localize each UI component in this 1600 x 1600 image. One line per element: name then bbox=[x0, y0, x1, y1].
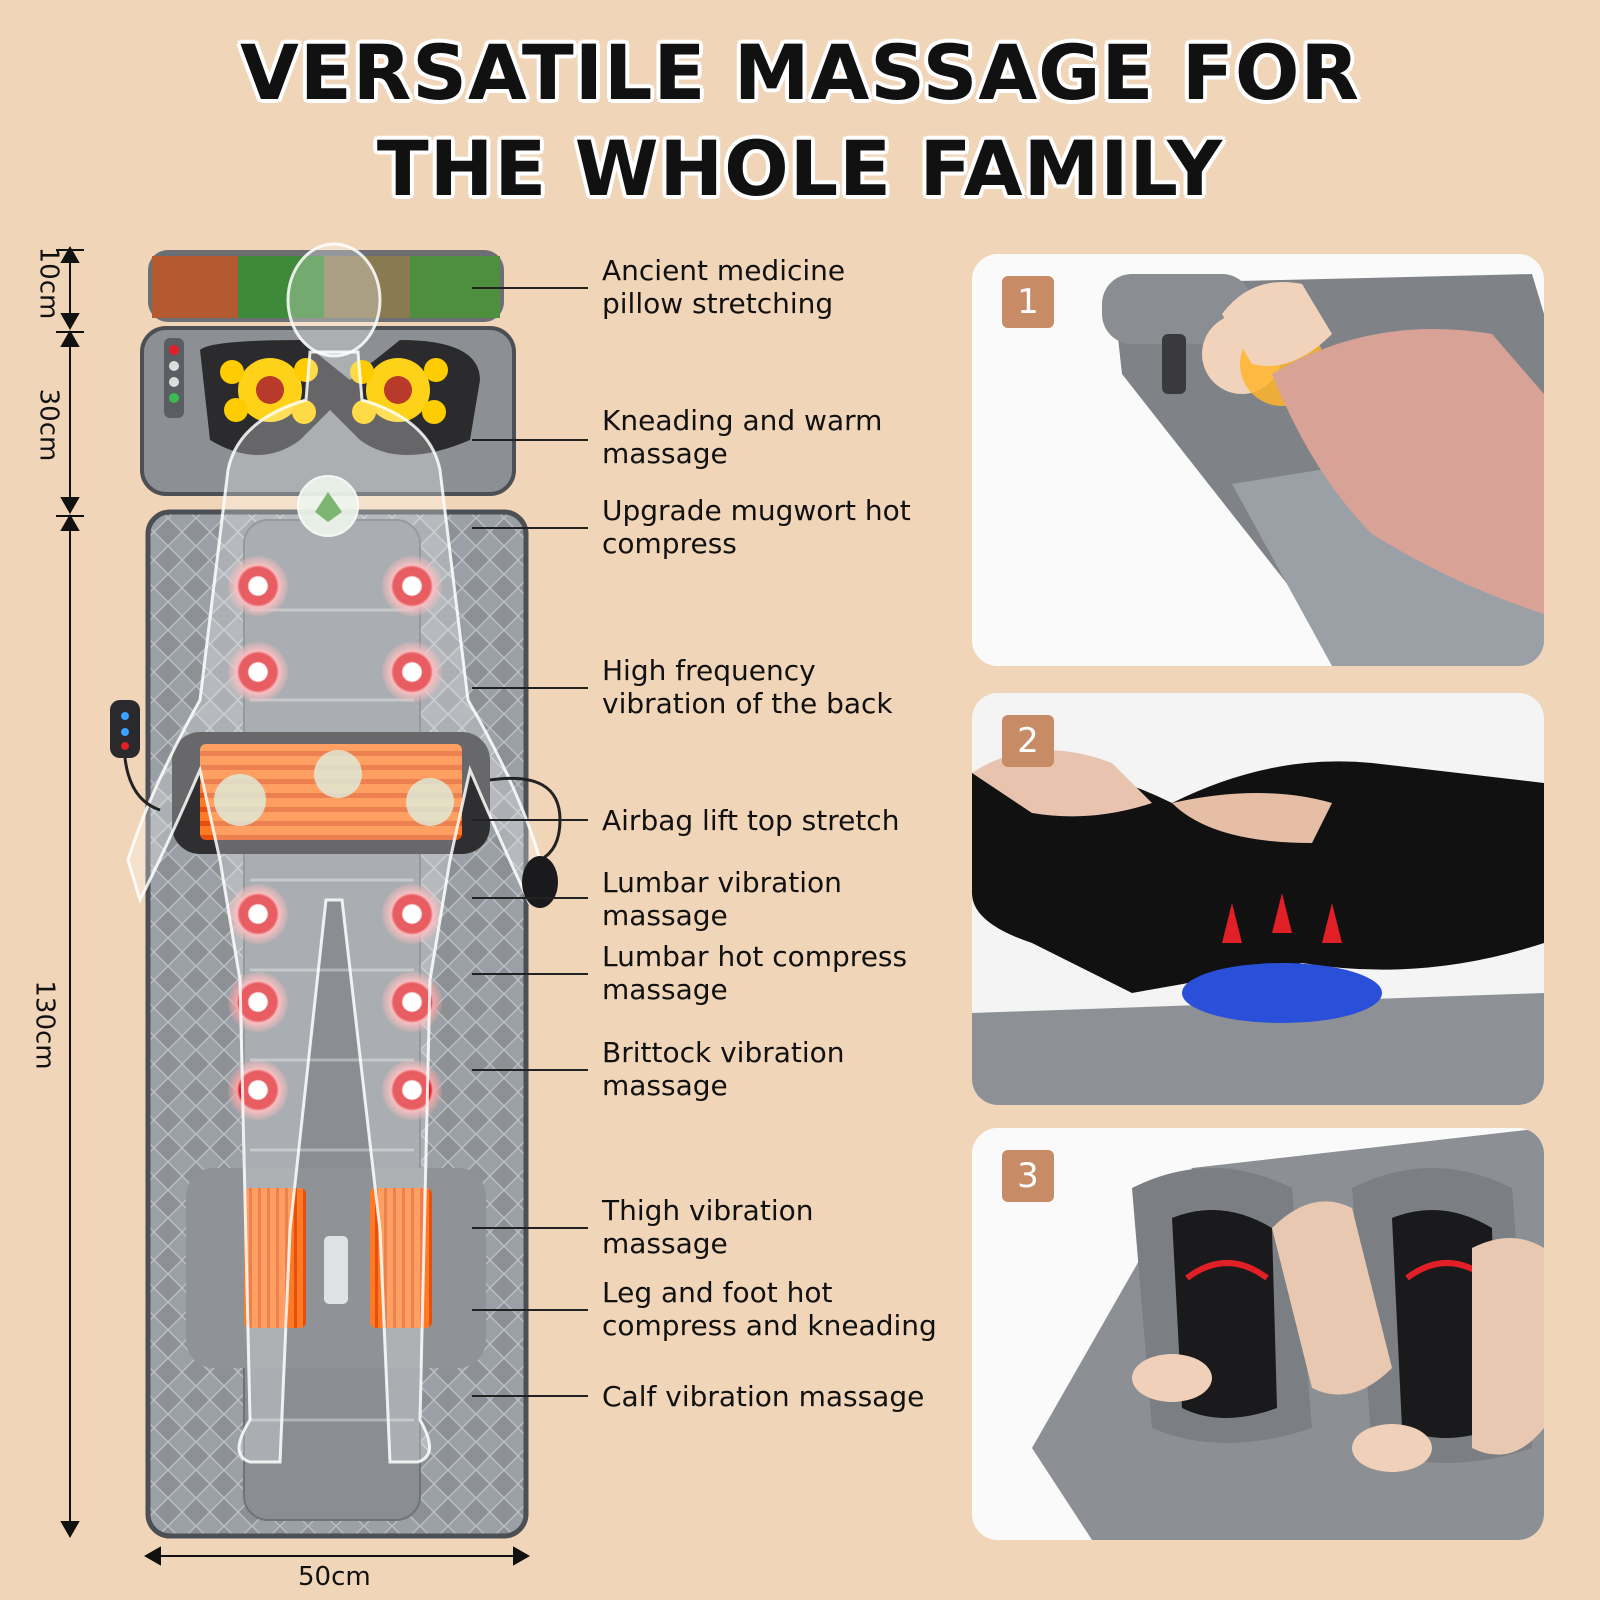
vibration-points bbox=[228, 556, 442, 1120]
headline-line-2: THE WHOLE FAMILY bbox=[376, 124, 1224, 213]
photo-number-badge: 3 bbox=[1002, 1150, 1054, 1202]
photo-neck-massage: 1 bbox=[972, 254, 1544, 666]
massage-mat-illustration bbox=[56, 242, 588, 1566]
dimension-arrows bbox=[56, 245, 531, 1566]
photo-lumbar-massage: 2 bbox=[972, 693, 1544, 1105]
headline-line-1: VERSATILE MASSAGE FOR bbox=[240, 28, 1360, 117]
body-outline bbox=[126, 242, 542, 1464]
leader-lines bbox=[472, 287, 588, 1397]
photo-number-badge: 2 bbox=[1002, 715, 1054, 767]
photo-number-badge: 1 bbox=[1002, 276, 1054, 328]
feature-calf-vibration: Calf vibration massage bbox=[602, 1380, 925, 1413]
feature-airbag-stretch: Airbag lift top stretch bbox=[602, 804, 900, 837]
photo-foot-massage: 3 bbox=[972, 1128, 1544, 1540]
air-pump bbox=[522, 856, 558, 908]
dimension-width-label: 50cm bbox=[298, 1562, 371, 1592]
